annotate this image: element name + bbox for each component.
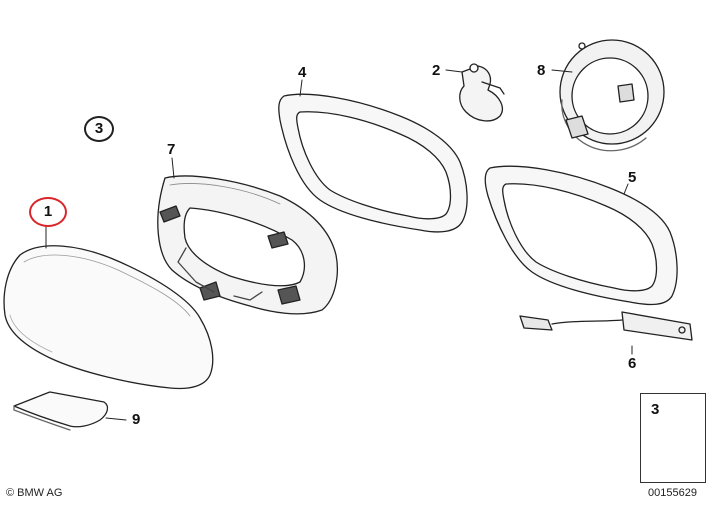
callout-part-8[interactable]: 8 (537, 62, 546, 79)
part-8-motor[interactable] (559, 39, 665, 152)
callout-part-5[interactable]: 5 (628, 169, 637, 186)
copyright-text: © BMW AG (6, 487, 63, 499)
part-4-mirror-frame[interactable] (278, 93, 468, 233)
info-box-label: 3 (651, 401, 660, 418)
callout-part-7[interactable]: 7 (167, 141, 176, 158)
part-2-actuator[interactable] (459, 63, 505, 122)
callout-part-3-circled[interactable]: 3 (84, 116, 114, 142)
part-9-trim-strip[interactable] (13, 391, 109, 431)
hardware-info-box[interactable]: 3 (640, 393, 706, 483)
document-number: 00155629 (648, 487, 697, 499)
part-7-carrier-frame[interactable] (157, 175, 338, 315)
callout-part-3-label: 3 (94, 120, 104, 137)
part-6-wire-connector[interactable] (519, 311, 693, 341)
callout-part-4[interactable]: 4 (298, 64, 307, 81)
part-5-glass-frame[interactable] (484, 165, 678, 306)
callout-part-6[interactable]: 6 (628, 355, 637, 372)
callout-part-9[interactable]: 9 (132, 411, 141, 428)
callout-part-1-highlighted[interactable]: 1 (29, 197, 67, 227)
part-1-mirror-cap[interactable] (3, 245, 214, 390)
callout-part-2[interactable]: 2 (432, 62, 441, 79)
callout-part-1-label: 1 (43, 203, 53, 220)
